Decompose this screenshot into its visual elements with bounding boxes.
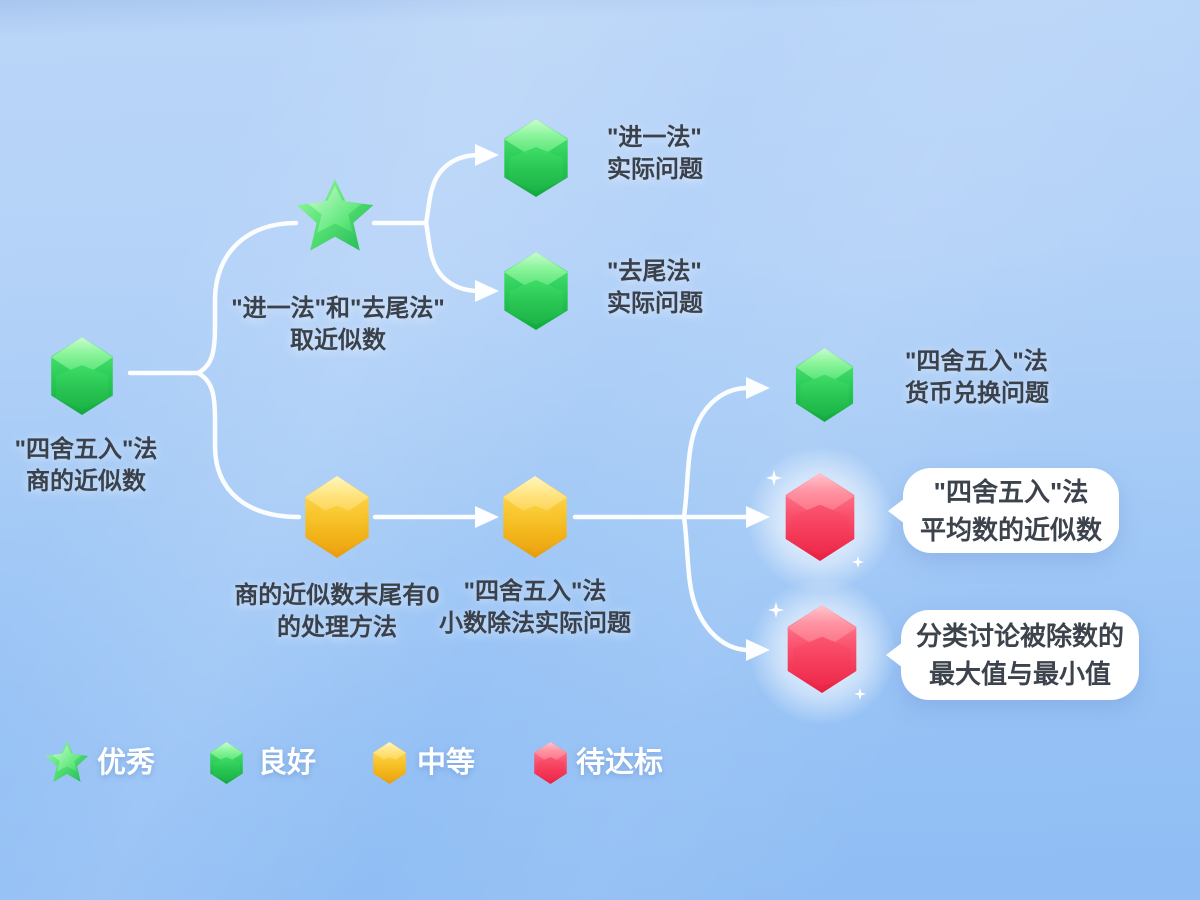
dividend-range-gem-icon[interactable] [787, 605, 857, 693]
label-line: 的处理方法 [277, 614, 397, 641]
label-line: 商的近似数 [26, 468, 146, 495]
label-line: "四舍五入"法 [905, 348, 1048, 375]
red-gem-icon [534, 742, 567, 784]
label-line: "进一法"和"去尾法" [231, 295, 445, 322]
label-line: 取近似数 [290, 327, 386, 354]
quweifa-label: "去尾法" 实际问题 [607, 256, 787, 320]
bubble-line: 平均数的近似数 [919, 514, 1102, 545]
decimal-division-label: "四舍五入"法 小数除法实际问题 [420, 576, 650, 640]
root-gem-icon[interactable] [51, 337, 113, 415]
bubble-line: 最大值与最小值 [928, 659, 1111, 689]
label-line: 货币兑换问题 [905, 380, 1049, 407]
label-line: 商的近似数末尾有0 [234, 582, 440, 609]
dividend-range-speech-bubble[interactable]: 分类讨论被除数的 最大值与最小值 [886, 610, 1139, 700]
jinyifa-label: "进一法" 实际问题 [607, 122, 787, 186]
quweifa-gem-icon[interactable] [504, 252, 568, 330]
label-line: 小数除法实际问题 [439, 610, 631, 637]
jinyifa-gem-icon[interactable] [504, 119, 568, 197]
bubble-line: 分类讨论被除数的 [915, 621, 1124, 651]
legend-label-excellent: 优秀 [97, 747, 156, 779]
bubble-line: "四舍五入"法 [933, 476, 1089, 507]
currency-label: "四舍五入"法 货币兑换问题 [905, 346, 1105, 410]
legend-label-medium: 中等 [417, 747, 476, 779]
currency-gem-icon[interactable] [795, 348, 854, 422]
label-line: "四舍五入"法 [463, 578, 607, 605]
root-node-label: "四舍五入"法 商的近似数 [0, 434, 192, 498]
label-line: 实际问题 [607, 156, 703, 183]
green-gem-icon [210, 742, 243, 784]
label-line: "四舍五入"法 [14, 436, 158, 463]
yellow-gem-icon [373, 742, 406, 784]
average-speech-bubble[interactable]: "四舍五入"法 平均数的近似数 [888, 468, 1119, 553]
trailing-zero-label: 商的近似数末尾有0 的处理方法 [222, 580, 452, 644]
label-line: 实际问题 [607, 290, 703, 317]
legend-label-below-standard: 待达标 [576, 747, 664, 779]
label-line: "去尾法" [607, 258, 702, 285]
legend-label-good: 良好 [258, 747, 317, 779]
round-methods-label: "进一法"和"去尾法" 取近似数 [213, 293, 463, 357]
label-line: "进一法" [607, 124, 702, 151]
